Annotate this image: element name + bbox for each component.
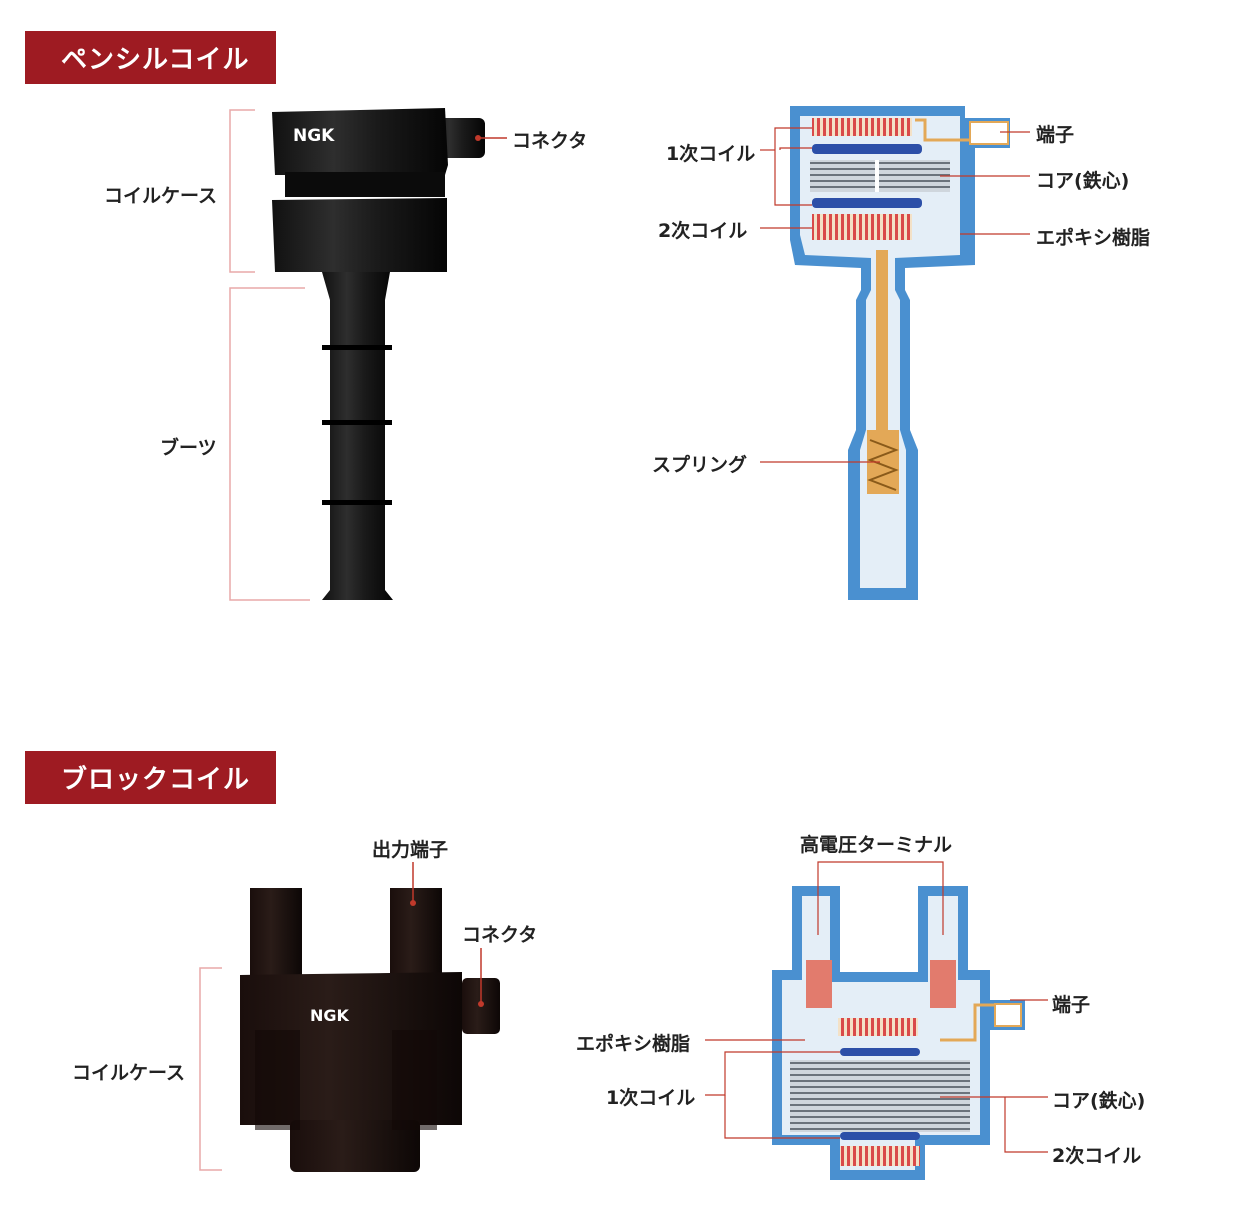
section-title-block: ブロックコイル	[25, 751, 276, 804]
block-hv-terminal-right	[930, 960, 956, 1008]
pencil-logo: NGK	[293, 126, 335, 146]
pencil-cutaway	[760, 106, 1030, 600]
pencil-secondary-coil-top	[812, 118, 912, 136]
label-block-epoxy: エポキシ樹脂	[576, 1033, 691, 1055]
leader-dot	[475, 135, 481, 141]
block-cutaway-leaders	[705, 861, 1048, 1153]
label-block-output: 出力端子	[372, 839, 449, 861]
label-block-core: コア(鉄心)	[1052, 1090, 1146, 1112]
bracket-boot	[229, 287, 310, 601]
block-hv-terminal-left	[806, 960, 832, 1008]
label-block-terminal: 端子	[1052, 994, 1091, 1016]
label-block-connector: コネクタ	[462, 924, 538, 946]
bracket-block-case	[199, 967, 222, 1171]
pencil-conductor	[876, 250, 888, 440]
section-title-pencil: ペンシルコイル	[25, 31, 276, 84]
label-pencil-secondary: 2次コイル	[658, 220, 748, 242]
block-tower-right	[390, 888, 442, 978]
block-cutaway	[705, 861, 1048, 1180]
pencil-exterior	[229, 108, 507, 601]
label-block-case: コイルケース	[72, 1062, 186, 1084]
pencil-case-neck	[285, 172, 445, 197]
block-exterior	[199, 862, 500, 1172]
label-pencil-connector: コネクタ	[512, 130, 588, 152]
block-logo: NGK	[310, 1006, 349, 1025]
block-tower-left	[250, 888, 302, 978]
bracket-coil-case	[229, 109, 255, 273]
block-core	[790, 1060, 970, 1132]
pencil-case-head	[272, 108, 448, 175]
pencil-primary-coil-bottom	[812, 198, 922, 208]
block-primary-coil-bottom	[840, 1132, 920, 1140]
block-case-bottom	[290, 1120, 420, 1172]
label-block-primary: 1次コイル	[606, 1087, 696, 1109]
label-pencil-terminal: 端子	[1036, 124, 1075, 146]
label-pencil-primary: 1次コイル	[666, 143, 756, 165]
label-pencil-case: コイルケース	[104, 185, 218, 207]
pencil-secondary-coil-bottom	[812, 214, 912, 240]
label-block-hv-terminal: 高電圧ターミナル	[800, 834, 953, 856]
label-pencil-spring: スプリング	[652, 454, 748, 476]
block-terminal	[994, 1003, 1022, 1027]
pencil-boot	[322, 272, 393, 600]
block-secondary-coil-bottom	[840, 1146, 920, 1166]
block-primary-coil-top	[840, 1048, 920, 1056]
label-pencil-core: コア(鉄心)	[1036, 170, 1130, 192]
block-secondary-coil-top	[838, 1018, 918, 1036]
pencil-case-body	[272, 198, 447, 272]
pencil-core	[810, 160, 950, 192]
pencil-cutaway-leaders	[760, 127, 1030, 463]
label-pencil-epoxy: エポキシ樹脂	[1036, 227, 1151, 249]
label-block-secondary: 2次コイル	[1052, 1145, 1142, 1167]
pencil-terminal	[969, 121, 1009, 145]
pencil-primary-coil-top	[812, 144, 922, 154]
label-pencil-boot: ブーツ	[160, 437, 217, 459]
